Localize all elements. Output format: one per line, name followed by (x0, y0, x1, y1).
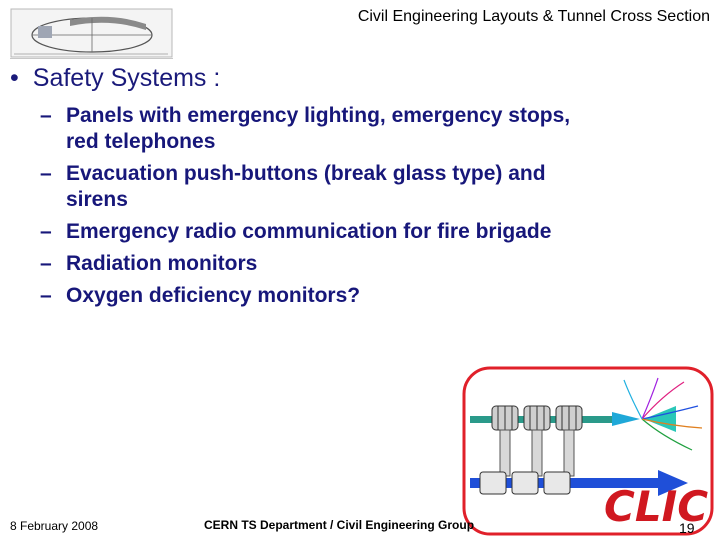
sub-bullet-item: Panels with emergency lighting, emergenc… (40, 103, 600, 155)
slide-header-title: Civil Engineering Layouts & Tunnel Cross… (357, 8, 710, 25)
clic-logo-text: CLIC (604, 482, 708, 531)
sub-bullet-item: Evacuation push-buttons (break glass typ… (40, 161, 600, 213)
clic-logo: CLIC (462, 366, 714, 536)
footer-date: 8 February 2008 (10, 519, 99, 533)
footer-department: CERN TS Department / Civil Engineering G… (204, 518, 475, 532)
main-bullet-text: Safety Systems : (32, 64, 221, 92)
sub-bullet-item: Oxygen deficiency monitors? (40, 283, 600, 309)
sub-bullet-item: Emergency radio communication for fire b… (40, 219, 600, 245)
sub-bullet-list: Panels with emergency lighting, emergenc… (40, 103, 600, 315)
bullet-dot: • (10, 64, 19, 92)
sub-bullet-item: Radiation monitors (40, 251, 600, 277)
tunnel-cross-section-thumbnail (10, 8, 173, 59)
main-bullet: • Safety Systems : (10, 64, 220, 93)
page-number: 19 (679, 520, 695, 536)
